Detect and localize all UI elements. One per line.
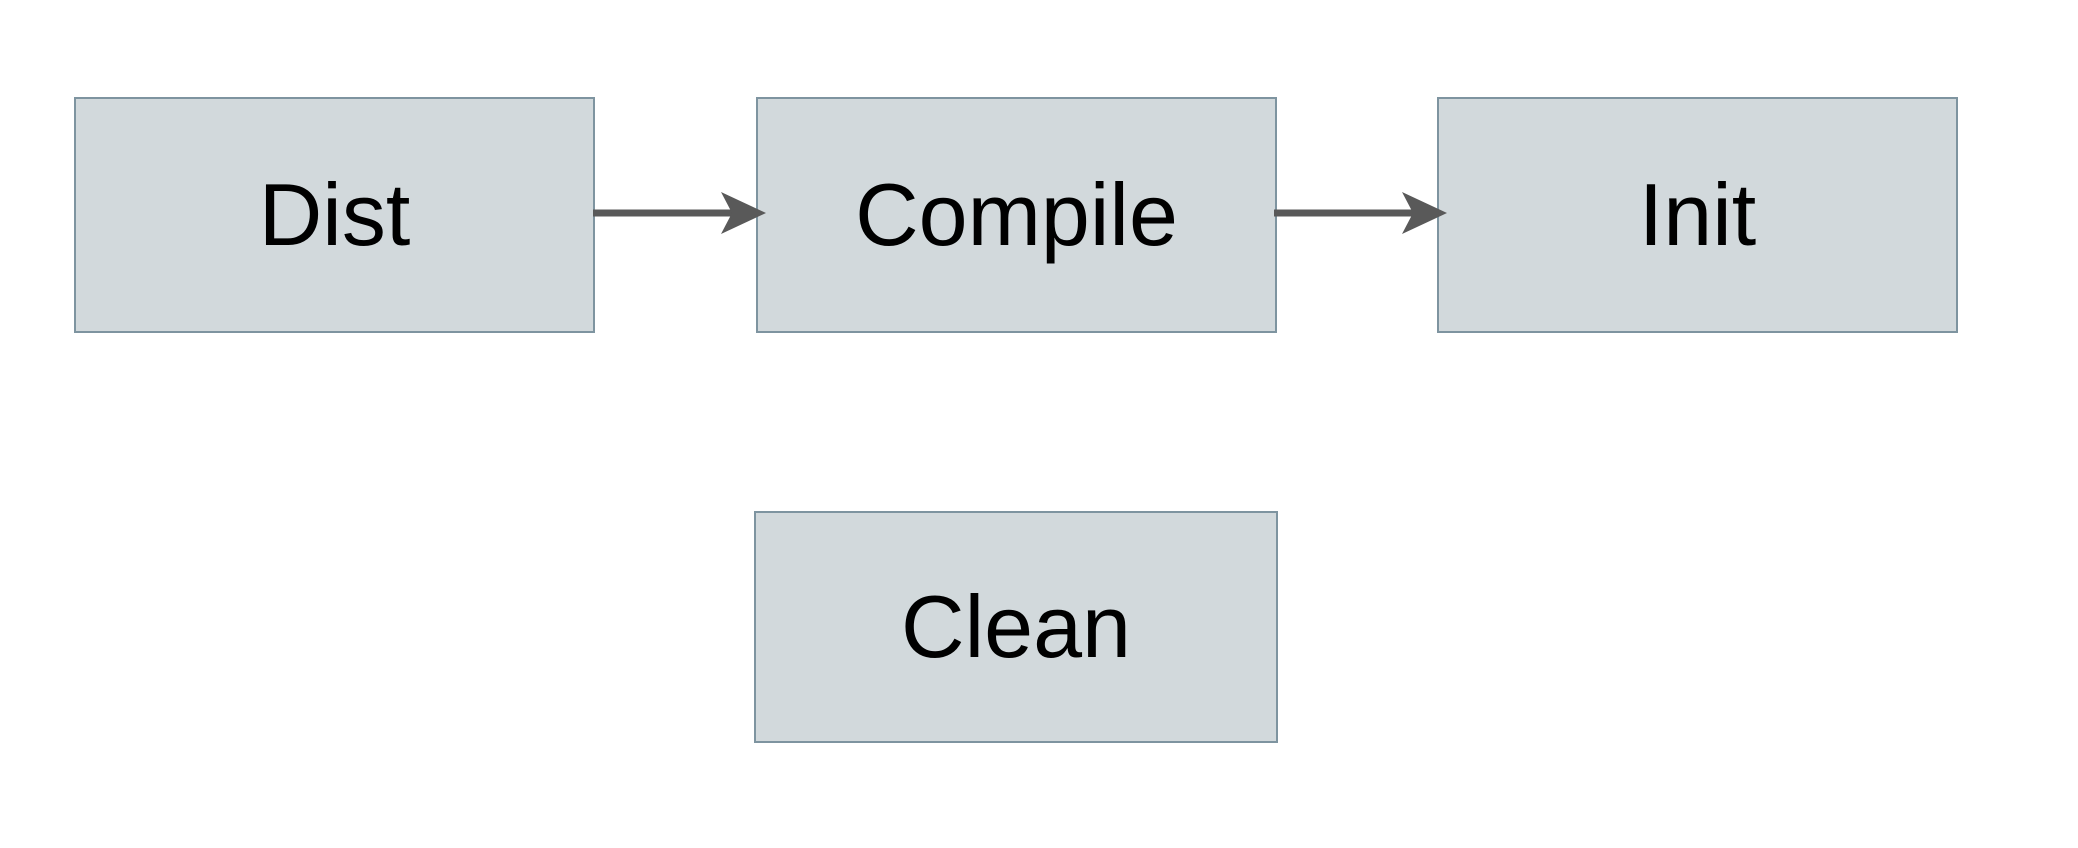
node-label-compile: Compile: [855, 165, 1178, 264]
node-label-init: Init: [1638, 165, 1757, 264]
edge-dist-to-compile[interactable]: [590, 178, 766, 248]
node-compile[interactable]: Compile: [756, 97, 1277, 333]
node-clean[interactable]: Clean: [754, 511, 1278, 743]
node-dist[interactable]: Dist: [74, 97, 595, 333]
node-label-clean: Clean: [901, 577, 1131, 676]
node-init[interactable]: Init: [1437, 97, 1958, 333]
node-label-dist: Dist: [258, 165, 411, 264]
arrowhead-icon: [1402, 192, 1447, 234]
edge-compile-to-init[interactable]: [1271, 178, 1447, 248]
arrowhead-icon: [721, 192, 766, 234]
